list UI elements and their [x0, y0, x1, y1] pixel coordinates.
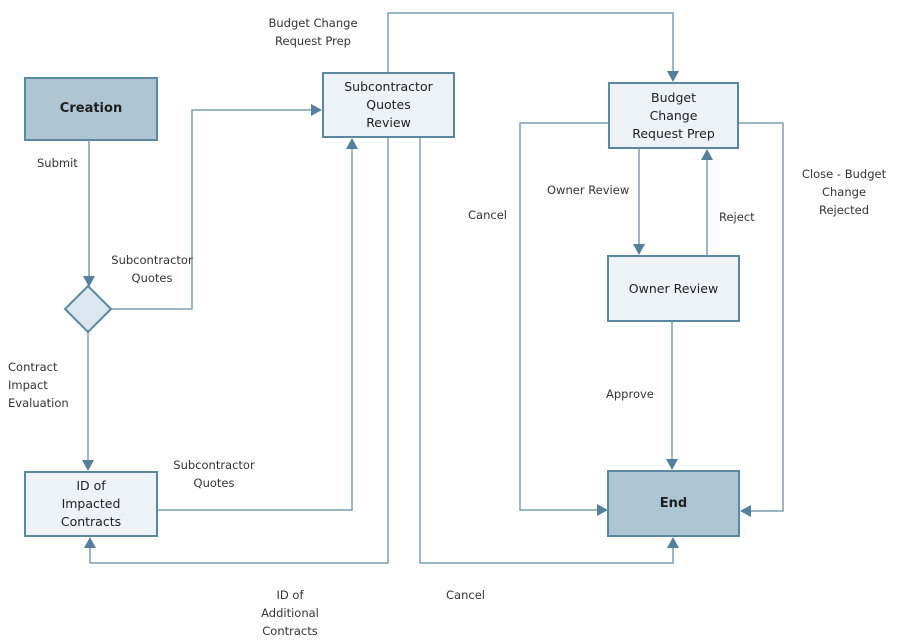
- edge-label-subcontractor-quotes-upper: Subcontractor Quotes: [111, 253, 193, 285]
- node-id-of-impacted-contracts[interactable]: ID of Impacted Contracts: [24, 471, 158, 537]
- arrowhead-right: [597, 504, 608, 516]
- edge-label-reject: Reject: [719, 210, 755, 224]
- node-owner-review[interactable]: Owner Review: [607, 255, 740, 322]
- arrowhead-up: [667, 537, 679, 548]
- edge-submit: [83, 141, 95, 287]
- edge-label-cancel-review: Cancel: [446, 588, 485, 602]
- edge-subcontractor-quotes-upper: [111, 104, 322, 310]
- edge-subcontractor-quotes-lower: [158, 138, 358, 511]
- edge-cancel-review: [419, 138, 679, 564]
- edge-label-contract-impact-evaluation: Contract Impact Evaluation: [8, 360, 69, 410]
- arrowhead-right: [311, 104, 322, 116]
- edge-owner-review: [633, 149, 645, 255]
- arrowhead-down: [633, 244, 645, 255]
- edge-label-budget-change-request-prep: Budget Change Request Prep: [268, 16, 358, 48]
- edge-label-submit: Submit: [37, 156, 78, 170]
- edge-reject: [701, 149, 713, 255]
- edge-label-id-of-additional-contracts: ID of Additional Contracts: [261, 588, 319, 638]
- edge-label-approve: Approve: [606, 387, 654, 401]
- arrowhead-down: [666, 459, 678, 470]
- arrowhead-up: [346, 138, 358, 149]
- arrowhead-left: [740, 505, 751, 517]
- arrowhead-down: [82, 460, 94, 471]
- node-end[interactable]: End: [607, 470, 740, 537]
- node-creation[interactable]: Creation: [24, 77, 158, 141]
- edge-label-close-budget-change-rejected: Close - Budget Change Rejected: [801, 167, 887, 217]
- arrowhead-up: [701, 149, 713, 160]
- edge-label-cancel-budget: Cancel: [468, 208, 507, 222]
- node-subcontractor-quotes-review[interactable]: Subcontractor Quotes Review: [322, 72, 455, 138]
- edge-label-owner-review: Owner Review: [547, 183, 630, 197]
- edge-label-subcontractor-quotes-lower: Subcontractor Quotes: [173, 458, 255, 490]
- edge-close-budget-change-rejected: [739, 122, 784, 517]
- decision-diamond[interactable]: [63, 284, 113, 334]
- arrowhead-down: [667, 71, 679, 82]
- edge-id-of-additional-contracts: [84, 138, 389, 564]
- arrowhead-up: [84, 537, 96, 548]
- edge-approve: [666, 321, 678, 470]
- node-budget-change-request-prep[interactable]: Budget Change Request Prep: [608, 82, 739, 149]
- edge-contract-impact-evaluation: [82, 332, 94, 471]
- edge-cancel-budget: [519, 122, 608, 516]
- edge-budget-change-request-prep: [387, 12, 679, 82]
- arrowhead-down: [83, 276, 95, 287]
